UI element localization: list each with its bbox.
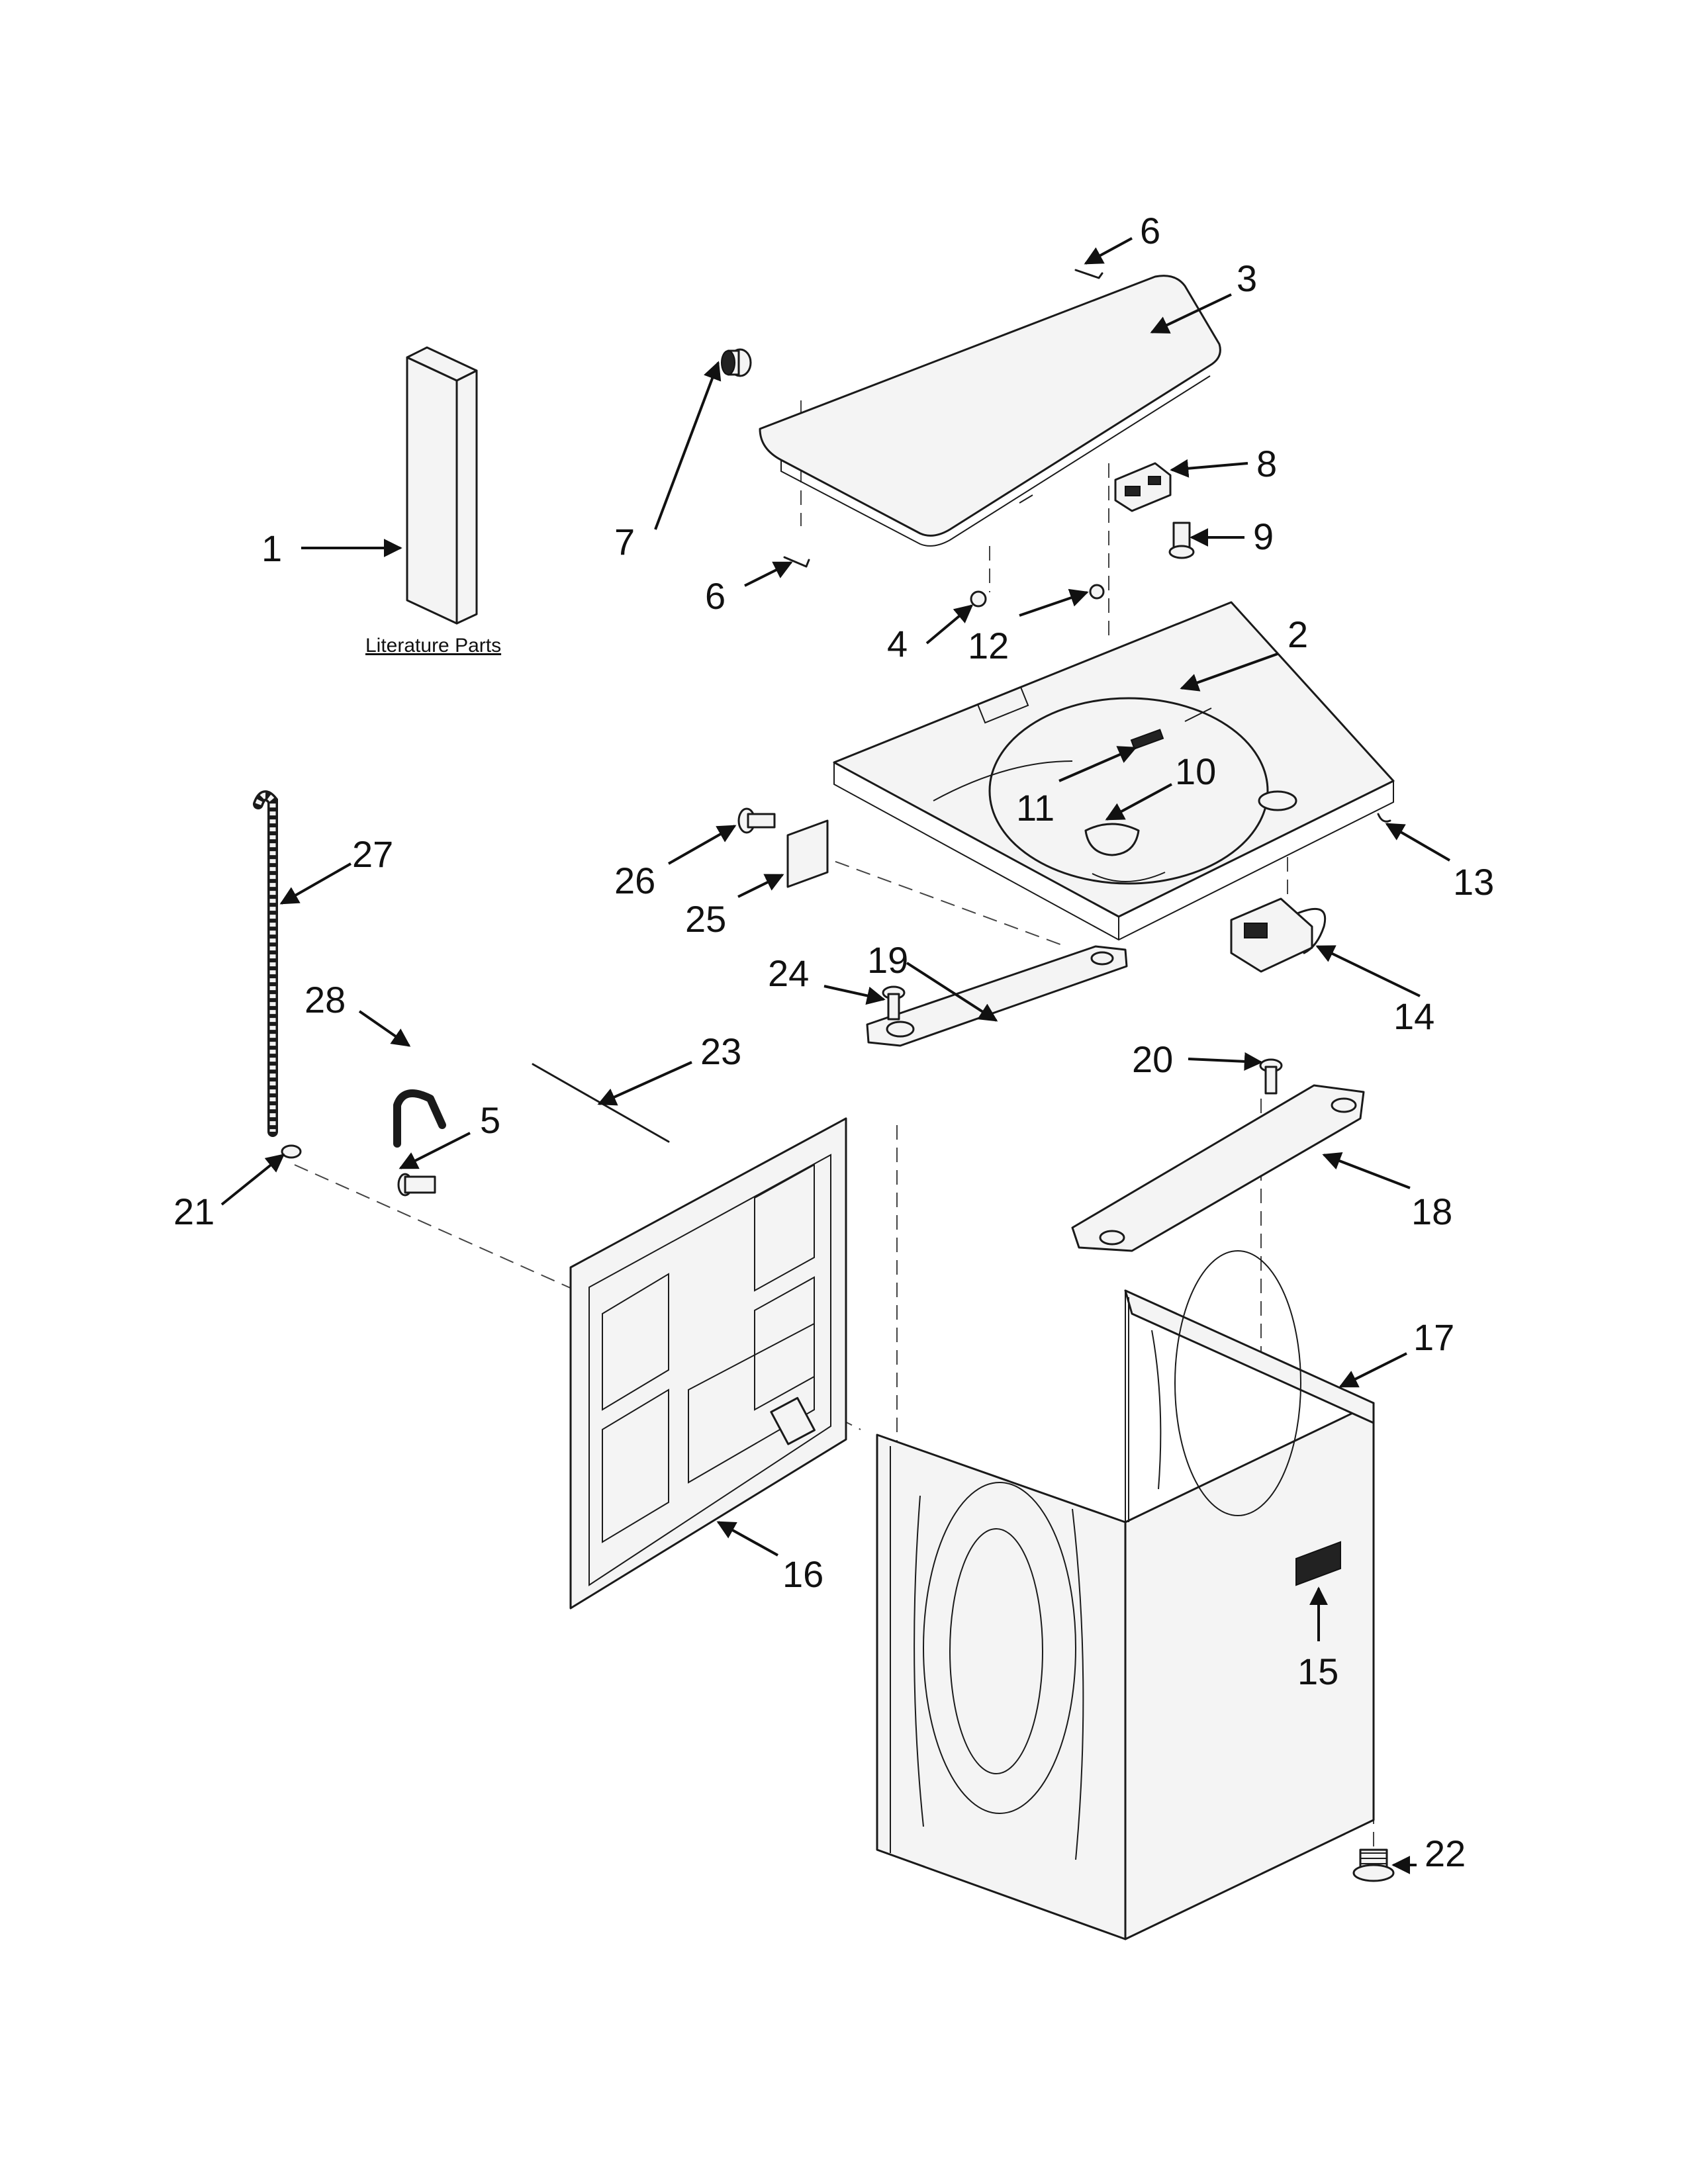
callout-19: 19 (867, 939, 908, 981)
top-panel-part (833, 601, 1395, 941)
screw-9-part (1168, 522, 1195, 559)
callout-11: 11 (1016, 787, 1055, 829)
callout-23: 23 (700, 1030, 741, 1072)
callout-10: 10 (1175, 751, 1216, 792)
callout-18: 18 (1411, 1191, 1452, 1232)
lid-part (759, 275, 1221, 547)
callout-28: 28 (305, 979, 346, 1021)
callout-13: 13 (1453, 861, 1494, 903)
callout-4: 4 (887, 623, 908, 664)
callout-20: 20 (1132, 1038, 1173, 1080)
lid-bumper-part (721, 348, 752, 377)
callout-26: 26 (614, 860, 655, 901)
callout-22: 22 (1425, 1833, 1466, 1874)
screw-26-part (737, 807, 776, 834)
wire-harness-part (1230, 897, 1326, 973)
callout-15: 15 (1297, 1651, 1338, 1692)
hose-hook-28-part (393, 1089, 446, 1148)
callout-16: 16 (782, 1553, 823, 1595)
callout-5: 5 (480, 1099, 500, 1141)
callout-6-bottom: 6 (705, 575, 726, 617)
clip-13-part (1377, 813, 1391, 823)
literature-parts-label: Literature Parts (365, 635, 501, 657)
callout-3: 3 (1237, 257, 1257, 299)
clamp-21-part (281, 1144, 302, 1159)
callout-arrows (220, 237, 1451, 1874)
callout-9: 9 (1253, 516, 1274, 557)
bumper-4-part (970, 590, 987, 608)
callout-8: 8 (1256, 443, 1277, 484)
leveling-foot-22-part (1352, 1848, 1395, 1882)
hinge-pin-bottom-part (783, 556, 810, 568)
callout-1: 1 (261, 527, 282, 569)
cabinet-17-part (876, 1250, 1375, 1940)
rear-brace-19-part (866, 945, 1128, 1047)
callout-21: 21 (173, 1191, 214, 1232)
hinge-pin-top-part (1074, 269, 1103, 279)
callout-17: 17 (1413, 1316, 1454, 1358)
callout-14: 14 (1393, 995, 1434, 1037)
drain-hose-27-part (253, 790, 278, 1137)
bracket-25-part (786, 819, 829, 888)
nameplate-badge (1295, 1541, 1341, 1586)
literature-booklet-part (406, 346, 478, 625)
front-brace-18-part (1071, 1084, 1365, 1252)
callout-labels: 1 2 3 4 5 6 6 7 8 9 10 11 12 13 14 15 16… (173, 210, 1494, 1874)
nut-12-part (1089, 584, 1105, 600)
screw-20-part (1259, 1058, 1283, 1095)
lid-switch-part (1114, 462, 1172, 512)
screw-24-part (882, 985, 906, 1021)
callout-2: 2 (1288, 614, 1308, 655)
callout-25: 25 (685, 898, 726, 940)
screw-5-part (397, 1173, 436, 1197)
rear-panel-16-part (569, 1117, 847, 1610)
callout-27: 27 (352, 833, 393, 875)
callout-12: 12 (968, 625, 1009, 666)
callout-6-top: 6 (1140, 210, 1160, 251)
callout-24: 24 (768, 952, 809, 994)
callout-7: 7 (614, 521, 635, 563)
